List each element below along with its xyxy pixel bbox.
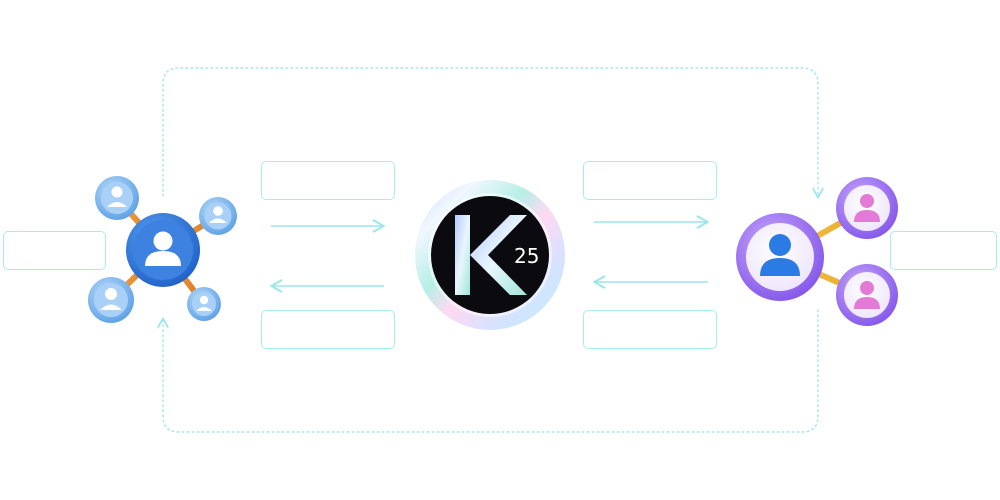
satellite-user-top-right [199,197,237,235]
loop-connector-top [162,67,818,196]
share-user-top [836,177,898,239]
k25-logo: 25 [415,180,565,330]
user-share-icon [736,177,898,326]
logo-number: 25 [514,244,539,268]
left-top-label-box [261,161,395,200]
right-bottom-label-box [583,310,717,349]
right-outer-label-box [890,231,997,270]
main-user [126,213,200,287]
user-network-icon [88,176,237,323]
satellite-user-top-left [95,176,139,220]
satellite-user-bottom-left [88,277,134,323]
left-bottom-label-box [261,310,395,349]
share-user-main [736,213,824,301]
share-user-bottom [836,264,898,326]
left-outer-label-box [3,231,106,270]
k25-logo-mark [455,215,527,295]
satellite-user-bottom-right [187,287,221,321]
right-top-label-box [583,161,717,200]
